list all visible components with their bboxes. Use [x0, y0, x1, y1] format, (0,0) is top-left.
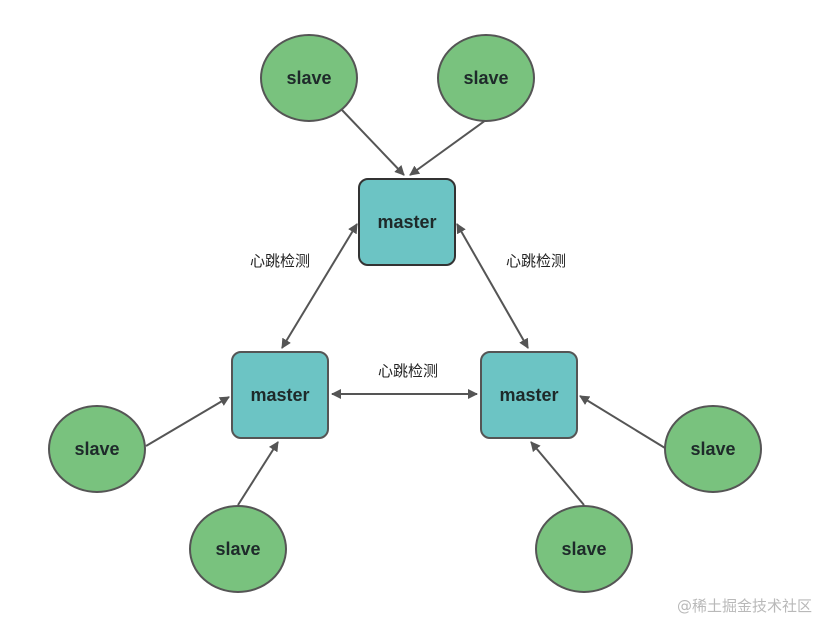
master-node-left: master: [231, 351, 329, 439]
edge-slave4-master-left: [237, 441, 279, 506]
slave-node-5: slave: [535, 505, 633, 593]
master-node-top: master: [358, 178, 456, 266]
slave-node-4-label: slave: [215, 539, 260, 559]
edge-heartbeat-top-left: [281, 223, 358, 349]
master-node-top-label: master: [377, 212, 436, 232]
slave-node-4: slave: [189, 505, 287, 593]
edge-slave3-master-left: [145, 396, 230, 447]
slave-node-2-label: slave: [463, 68, 508, 88]
edge-heartbeat-top-right: [456, 223, 529, 349]
slave-node-3: slave: [48, 405, 146, 493]
edge-slave2-master-top: [409, 119, 487, 176]
slave-node-1-label: slave: [286, 68, 331, 88]
slave-node-6: slave: [664, 405, 762, 493]
slave-node-1: slave: [260, 34, 358, 122]
master-node-right-label: master: [499, 385, 558, 405]
watermark: @稀土掘金技术社区: [676, 597, 812, 615]
slave-node-6-label: slave: [690, 439, 735, 459]
master-node-right: master: [480, 351, 578, 439]
edge-slave5-master-right: [530, 441, 585, 506]
slave-node-5-label: slave: [561, 539, 606, 559]
slave-node-2: slave: [437, 34, 535, 122]
edge-label-left-right: 心跳检测: [378, 362, 438, 380]
master-node-left-label: master: [250, 385, 309, 405]
slave-node-3-label: slave: [74, 439, 119, 459]
edge-label-top-left: 心跳检测: [250, 252, 310, 270]
edge-label-top-right: 心跳检测: [506, 252, 566, 270]
edge-slave6-master-right: [579, 395, 666, 449]
edge-slave1-master-top: [341, 109, 405, 176]
